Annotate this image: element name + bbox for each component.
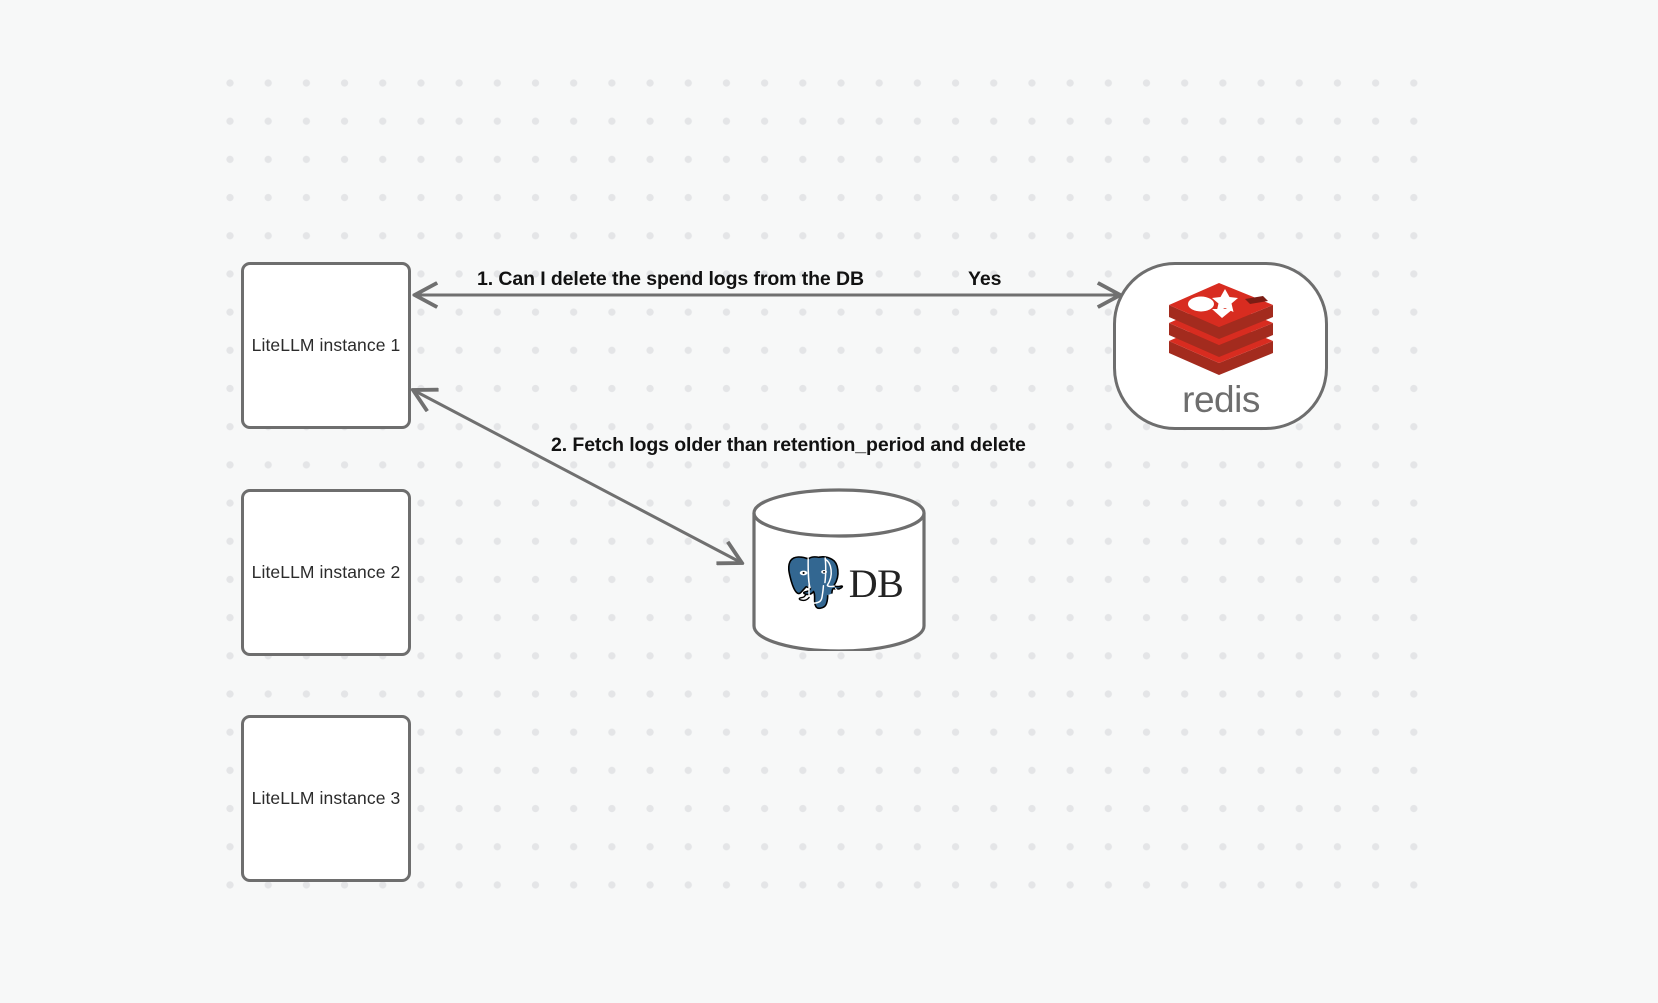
redis-logo-icon (1168, 283, 1273, 375)
edge-label-step-1: 1. Can I delete the spend logs from the … (477, 268, 864, 290)
edge-litellm1-postgres (415, 391, 740, 562)
node-litellm-instance-2[interactable]: LiteLLM instance 2 (241, 489, 411, 656)
node-redis[interactable]: redis (1113, 262, 1328, 430)
svg-text:redis: redis (1182, 381, 1260, 420)
postgresql-elephant-icon (779, 553, 846, 611)
node-litellm-instance-3-label: LiteLLM instance 3 (251, 787, 401, 808)
edge-label-step-2: 2. Fetch logs older than retention_perio… (551, 434, 1026, 456)
redis-wordmark: redis (1182, 381, 1260, 420)
node-litellm-instance-1-label: LiteLLM instance 1 (251, 334, 401, 355)
node-litellm-instance-2-label: LiteLLM instance 2 (251, 561, 401, 582)
postgres-db-label: DB (848, 561, 904, 606)
edge-label-step-1-response: Yes (968, 268, 1002, 290)
cylinder-shape (752, 488, 926, 651)
node-postgres-db[interactable]: DB (751, 488, 927, 651)
node-litellm-instance-3[interactable]: LiteLLM instance 3 (241, 715, 411, 882)
node-litellm-instance-1[interactable]: LiteLLM instance 1 (241, 262, 411, 429)
